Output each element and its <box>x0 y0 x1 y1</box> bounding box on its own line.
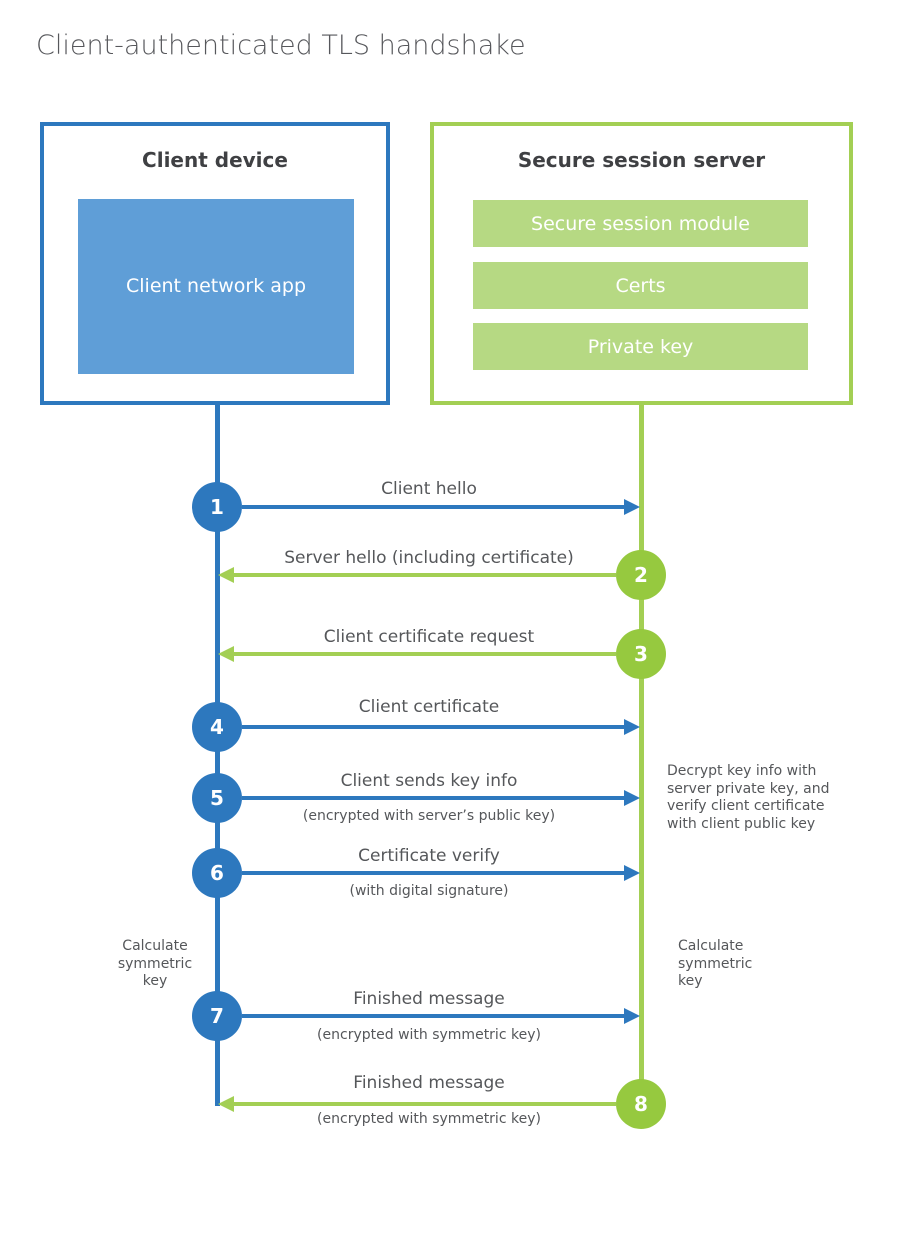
msg-label-finished-message-server: Finished message <box>353 1073 505 1093</box>
arrow-shaft <box>242 796 630 800</box>
arrow-shaft <box>242 505 630 509</box>
arrow-shaft <box>242 871 630 875</box>
client-device-box: Client device Client network app <box>40 122 390 405</box>
arrow-shaft <box>228 652 616 656</box>
msg-sublabel-encrypted-symmetric-key-server: (encrypted with symmetric key) <box>317 1111 541 1127</box>
msg-sublabel-encrypted-server-public-key: (encrypted with server’s public key) <box>302 808 556 824</box>
step-3-circle: 3 <box>616 629 666 679</box>
arrow-shaft <box>242 725 630 729</box>
msg-sublabel-encrypted-symmetric-key-client: (encrypted with symmetric key) <box>317 1027 541 1043</box>
arrow-shaft <box>228 573 616 577</box>
arrow-finished-message-server <box>218 1096 616 1112</box>
arrow-client-hello <box>242 499 640 515</box>
msg-label-client-hello: Client hello <box>381 479 477 499</box>
step-8-circle: 8 <box>616 1079 666 1129</box>
client-device-title: Client device <box>142 148 288 172</box>
arrowhead-right-icon <box>624 499 640 515</box>
step-2-circle: 2 <box>616 550 666 600</box>
msg-label-certificate-verify: Certificate verify <box>358 846 500 866</box>
msg-label-server-hello: Server hello (including certificate) <box>284 548 574 568</box>
server-module-certs: Certs <box>473 262 808 309</box>
arrow-shaft <box>242 1014 630 1018</box>
arrow-finished-message-client <box>242 1008 640 1024</box>
msg-label-client-certificate: Client certificate <box>358 697 500 717</box>
client-network-app-box: Client network app <box>78 199 354 374</box>
arrowhead-right-icon <box>624 865 640 881</box>
arrow-client-certificate <box>242 719 640 735</box>
arrowhead-left-icon <box>218 1096 234 1112</box>
server-module-private-key: Private key <box>473 323 808 370</box>
arrowhead-left-icon <box>218 567 234 583</box>
server-lifeline <box>639 405 644 1104</box>
step-6-circle: 6 <box>192 848 242 898</box>
msg-label-client-certificate-request: Client certificate request <box>323 627 535 647</box>
note-calculate-symmetric-key-client: Calculate symmetric key <box>117 938 193 989</box>
arrowhead-right-icon <box>624 1008 640 1024</box>
arrowhead-left-icon <box>218 646 234 662</box>
client-network-app-label: Client network app <box>126 274 307 297</box>
arrow-client-certificate-request <box>218 646 616 662</box>
step-5-circle: 5 <box>192 773 242 823</box>
step-4-circle: 4 <box>192 702 242 752</box>
page-title: Client-authenticated TLS handshake <box>36 30 526 61</box>
arrow-certificate-verify <box>242 865 640 881</box>
msg-label-client-sends-key-info: Client sends key info <box>340 771 518 791</box>
arrow-shaft <box>228 1102 616 1106</box>
arrowhead-right-icon <box>624 790 640 806</box>
step-1-circle: 1 <box>192 482 242 532</box>
arrowhead-right-icon <box>624 719 640 735</box>
step-7-circle: 7 <box>192 991 242 1041</box>
note-calculate-symmetric-key-server: Calculate symmetric key <box>678 938 753 989</box>
server-module-secure-session: Secure session module <box>473 200 808 247</box>
client-lifeline <box>215 405 220 1106</box>
msg-sublabel-digital-signature: (with digital signature) <box>349 883 509 899</box>
arrow-client-sends-key-info <box>242 790 640 806</box>
msg-label-finished-message-client: Finished message <box>353 989 505 1009</box>
secure-session-server-title: Secure session server <box>517 148 766 172</box>
arrow-server-hello <box>218 567 616 583</box>
secure-session-server-box: Secure session server Secure session mod… <box>430 122 853 405</box>
note-decrypt-key-info: Decrypt key info with server private key… <box>667 763 830 832</box>
